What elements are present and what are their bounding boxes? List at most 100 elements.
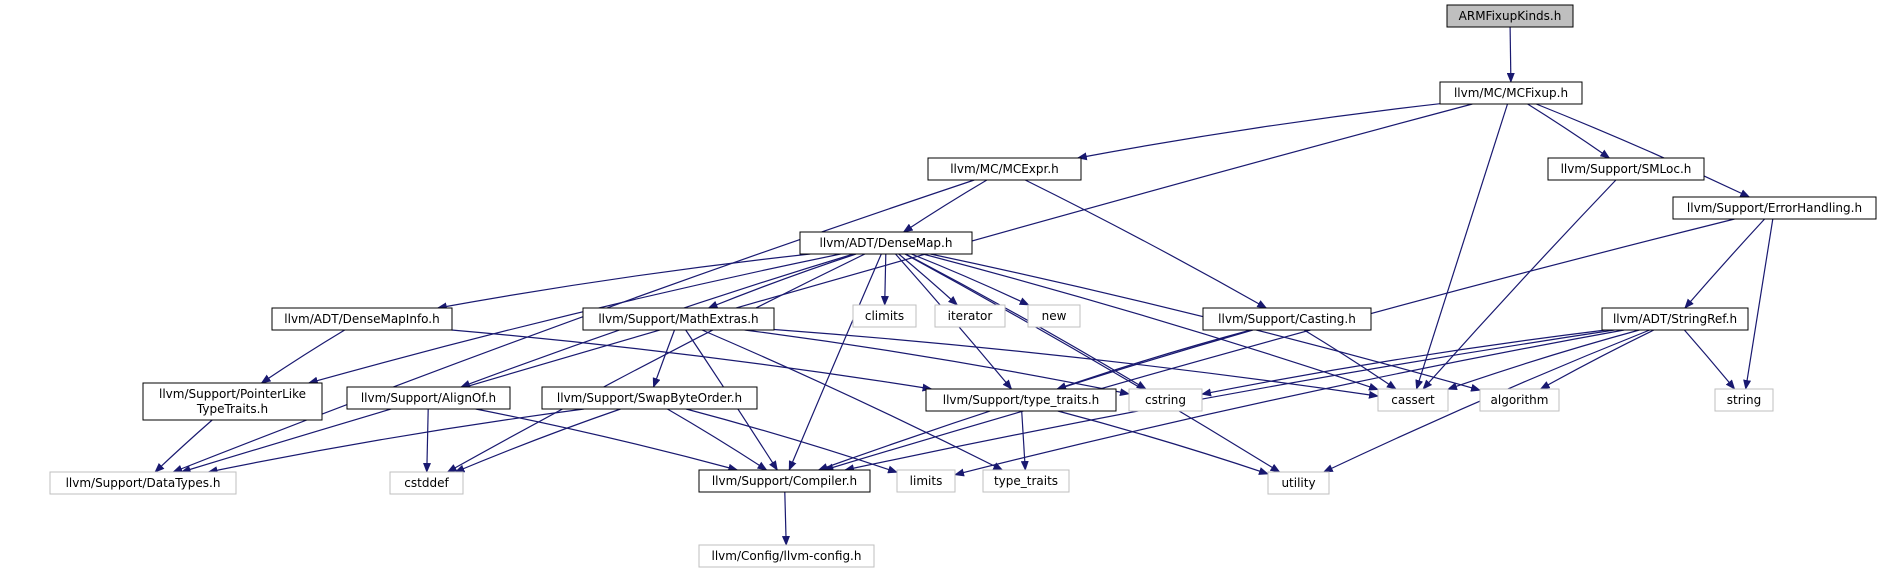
node-label: llvm/Support/DataTypes.h <box>66 476 221 490</box>
node-label: llvm/Config/llvm-config.h <box>712 549 862 563</box>
edge-mcexpr-to-casting <box>1024 179 1268 309</box>
node-box <box>852 304 917 328</box>
node-casting[interactable]: llvm/Support/Casting.h <box>1202 307 1372 331</box>
node-box <box>925 388 1117 412</box>
node-label: llvm/Support/ErrorHandling.h <box>1687 201 1862 215</box>
node-box <box>1267 471 1330 495</box>
node-mcexpr[interactable]: llvm/MC/MCExpr.h <box>927 157 1082 181</box>
edge-mcexpr-to-densemap <box>902 179 988 233</box>
node-box <box>934 304 1006 328</box>
node-box <box>698 544 875 568</box>
edge-line <box>1020 410 1029 471</box>
node-mathextras[interactable]: llvm/Support/MathExtras.h <box>582 307 775 331</box>
node-label: llvm/MC/MCFixup.h <box>1454 86 1568 100</box>
node-smloc[interactable]: llvm/Support/SMLoc.h <box>1547 157 1705 181</box>
node-label: llvm/Support/SwapByteOrder.h <box>557 391 742 405</box>
edge-line <box>1056 329 1252 390</box>
edge-line <box>172 179 975 473</box>
edge-densemap-to-compiler <box>788 253 882 471</box>
node-label: llvm/Support/PointerLike <box>159 387 306 401</box>
edge-casting-to-cassert <box>1303 329 1397 390</box>
edge-stringref-to-cstring <box>1201 329 1606 397</box>
node-label: llvm/MC/MCExpr.h <box>950 162 1059 176</box>
node-densemapinfo[interactable]: llvm/ADT/DenseMapInfo.h <box>271 307 453 331</box>
node-new: new <box>1027 304 1081 328</box>
edge-densemap-to-climits <box>880 253 889 306</box>
edge-densemap-to-new <box>911 253 1030 306</box>
node-box <box>1202 307 1372 331</box>
edge-line <box>180 103 1473 474</box>
edge-line <box>911 253 1030 306</box>
node-label: llvm/Support/Compiler.h <box>712 474 857 488</box>
edge-line <box>207 408 585 475</box>
edge-line <box>475 408 739 472</box>
edge-stringref-to-string <box>1683 329 1736 390</box>
edge-line <box>1076 103 1441 161</box>
node-label: ARMFixupKinds.h <box>1459 9 1562 23</box>
edge-line <box>1447 329 1640 391</box>
node-mcfixup[interactable]: llvm/MC/MCFixup.h <box>1439 81 1583 105</box>
edge-errorhandling-to-stringref <box>1684 218 1766 309</box>
edge-stringref-to-compiler <box>844 329 1615 473</box>
edge-alignof-to-cstddef <box>423 408 431 473</box>
node-swapbyteorder[interactable]: llvm/Support/SwapByteOrder.h <box>541 386 758 410</box>
edge-swapbyteorder-to-datatypes <box>207 408 585 475</box>
edge-line <box>898 253 959 306</box>
edge-line <box>707 253 857 309</box>
edge-typetraitsh-to-utility <box>1057 410 1269 475</box>
node-utility: utility <box>1267 471 1330 495</box>
node-errorhandling[interactable]: llvm/Support/ErrorHandling.h <box>1672 196 1877 220</box>
node-iterator: iterator <box>934 304 1006 328</box>
node-stringref[interactable]: llvm/ADT/StringRef.h <box>1601 307 1749 331</box>
node-densemap[interactable]: llvm/ADT/DenseMap.h <box>799 231 973 255</box>
edge-swapbyteorder-to-compiler <box>667 408 768 471</box>
node-compiler[interactable]: llvm/Support/Compiler.h <box>698 469 871 493</box>
node-box <box>49 471 237 495</box>
node-label: cstddef <box>404 476 449 490</box>
node-label: climits <box>865 309 904 323</box>
edge-mathextras-to-swapbyteorder <box>652 329 676 388</box>
edge-line <box>454 408 621 473</box>
node-alignof[interactable]: llvm/Support/AlignOf.h <box>346 386 511 410</box>
node-box <box>1027 304 1081 328</box>
node-arm[interactable]: ARMFixupKinds.h <box>1446 4 1574 28</box>
edge-line <box>1743 218 1774 390</box>
node-box <box>698 469 871 493</box>
edge-densemap-to-pointerlike <box>307 253 841 385</box>
edge-line <box>1684 218 1766 309</box>
node-box <box>1601 307 1749 331</box>
edge-smloc-to-cassert <box>1422 179 1617 390</box>
edge-line <box>781 491 790 546</box>
node-box <box>1128 388 1203 412</box>
node-label: algorithm <box>1491 393 1549 407</box>
edge-swapbyteorder-to-cstddef <box>454 408 621 473</box>
edge-line <box>423 408 431 473</box>
node-label: llvm/Support/MathExtras.h <box>598 312 758 326</box>
node-box <box>582 307 775 331</box>
edge-line <box>307 253 841 385</box>
edge-densemap-to-cassert <box>922 253 1379 391</box>
edge-stringref-to-limits <box>954 329 1625 477</box>
edge-line <box>1422 179 1617 390</box>
edge-stringref-to-cassert <box>1447 329 1640 391</box>
edge-mathextras-to-cstring <box>744 329 1130 397</box>
edges-layer <box>154 26 1774 546</box>
edge-line <box>1057 410 1269 475</box>
edge-densemap-to-iterator <box>898 253 959 306</box>
node-datatypes: llvm/Support/DataTypes.h <box>49 471 237 495</box>
node-climits: climits <box>852 304 917 328</box>
node-label: llvm/ADT/DenseMapInfo.h <box>284 312 439 326</box>
edge-line <box>436 253 811 311</box>
edge-densemapinfo-to-typetraitsh <box>451 329 933 392</box>
node-string: string <box>1714 388 1774 412</box>
node-typetraitsh[interactable]: llvm/Support/type_traits.h <box>925 388 1117 412</box>
node-cstddef: cstddef <box>389 471 464 495</box>
node-cstring: cstring <box>1128 388 1203 412</box>
node-label: type_traits <box>994 474 1058 488</box>
node-box <box>271 307 453 331</box>
node-type_traits: type_traits <box>982 469 1070 493</box>
node-box <box>1714 388 1774 412</box>
node-algorithm: algorithm <box>1479 388 1560 412</box>
nodes-layer: ARMFixupKinds.h llvm/MC/MCFixup.h llvm/MC/… <box>49 4 1877 568</box>
